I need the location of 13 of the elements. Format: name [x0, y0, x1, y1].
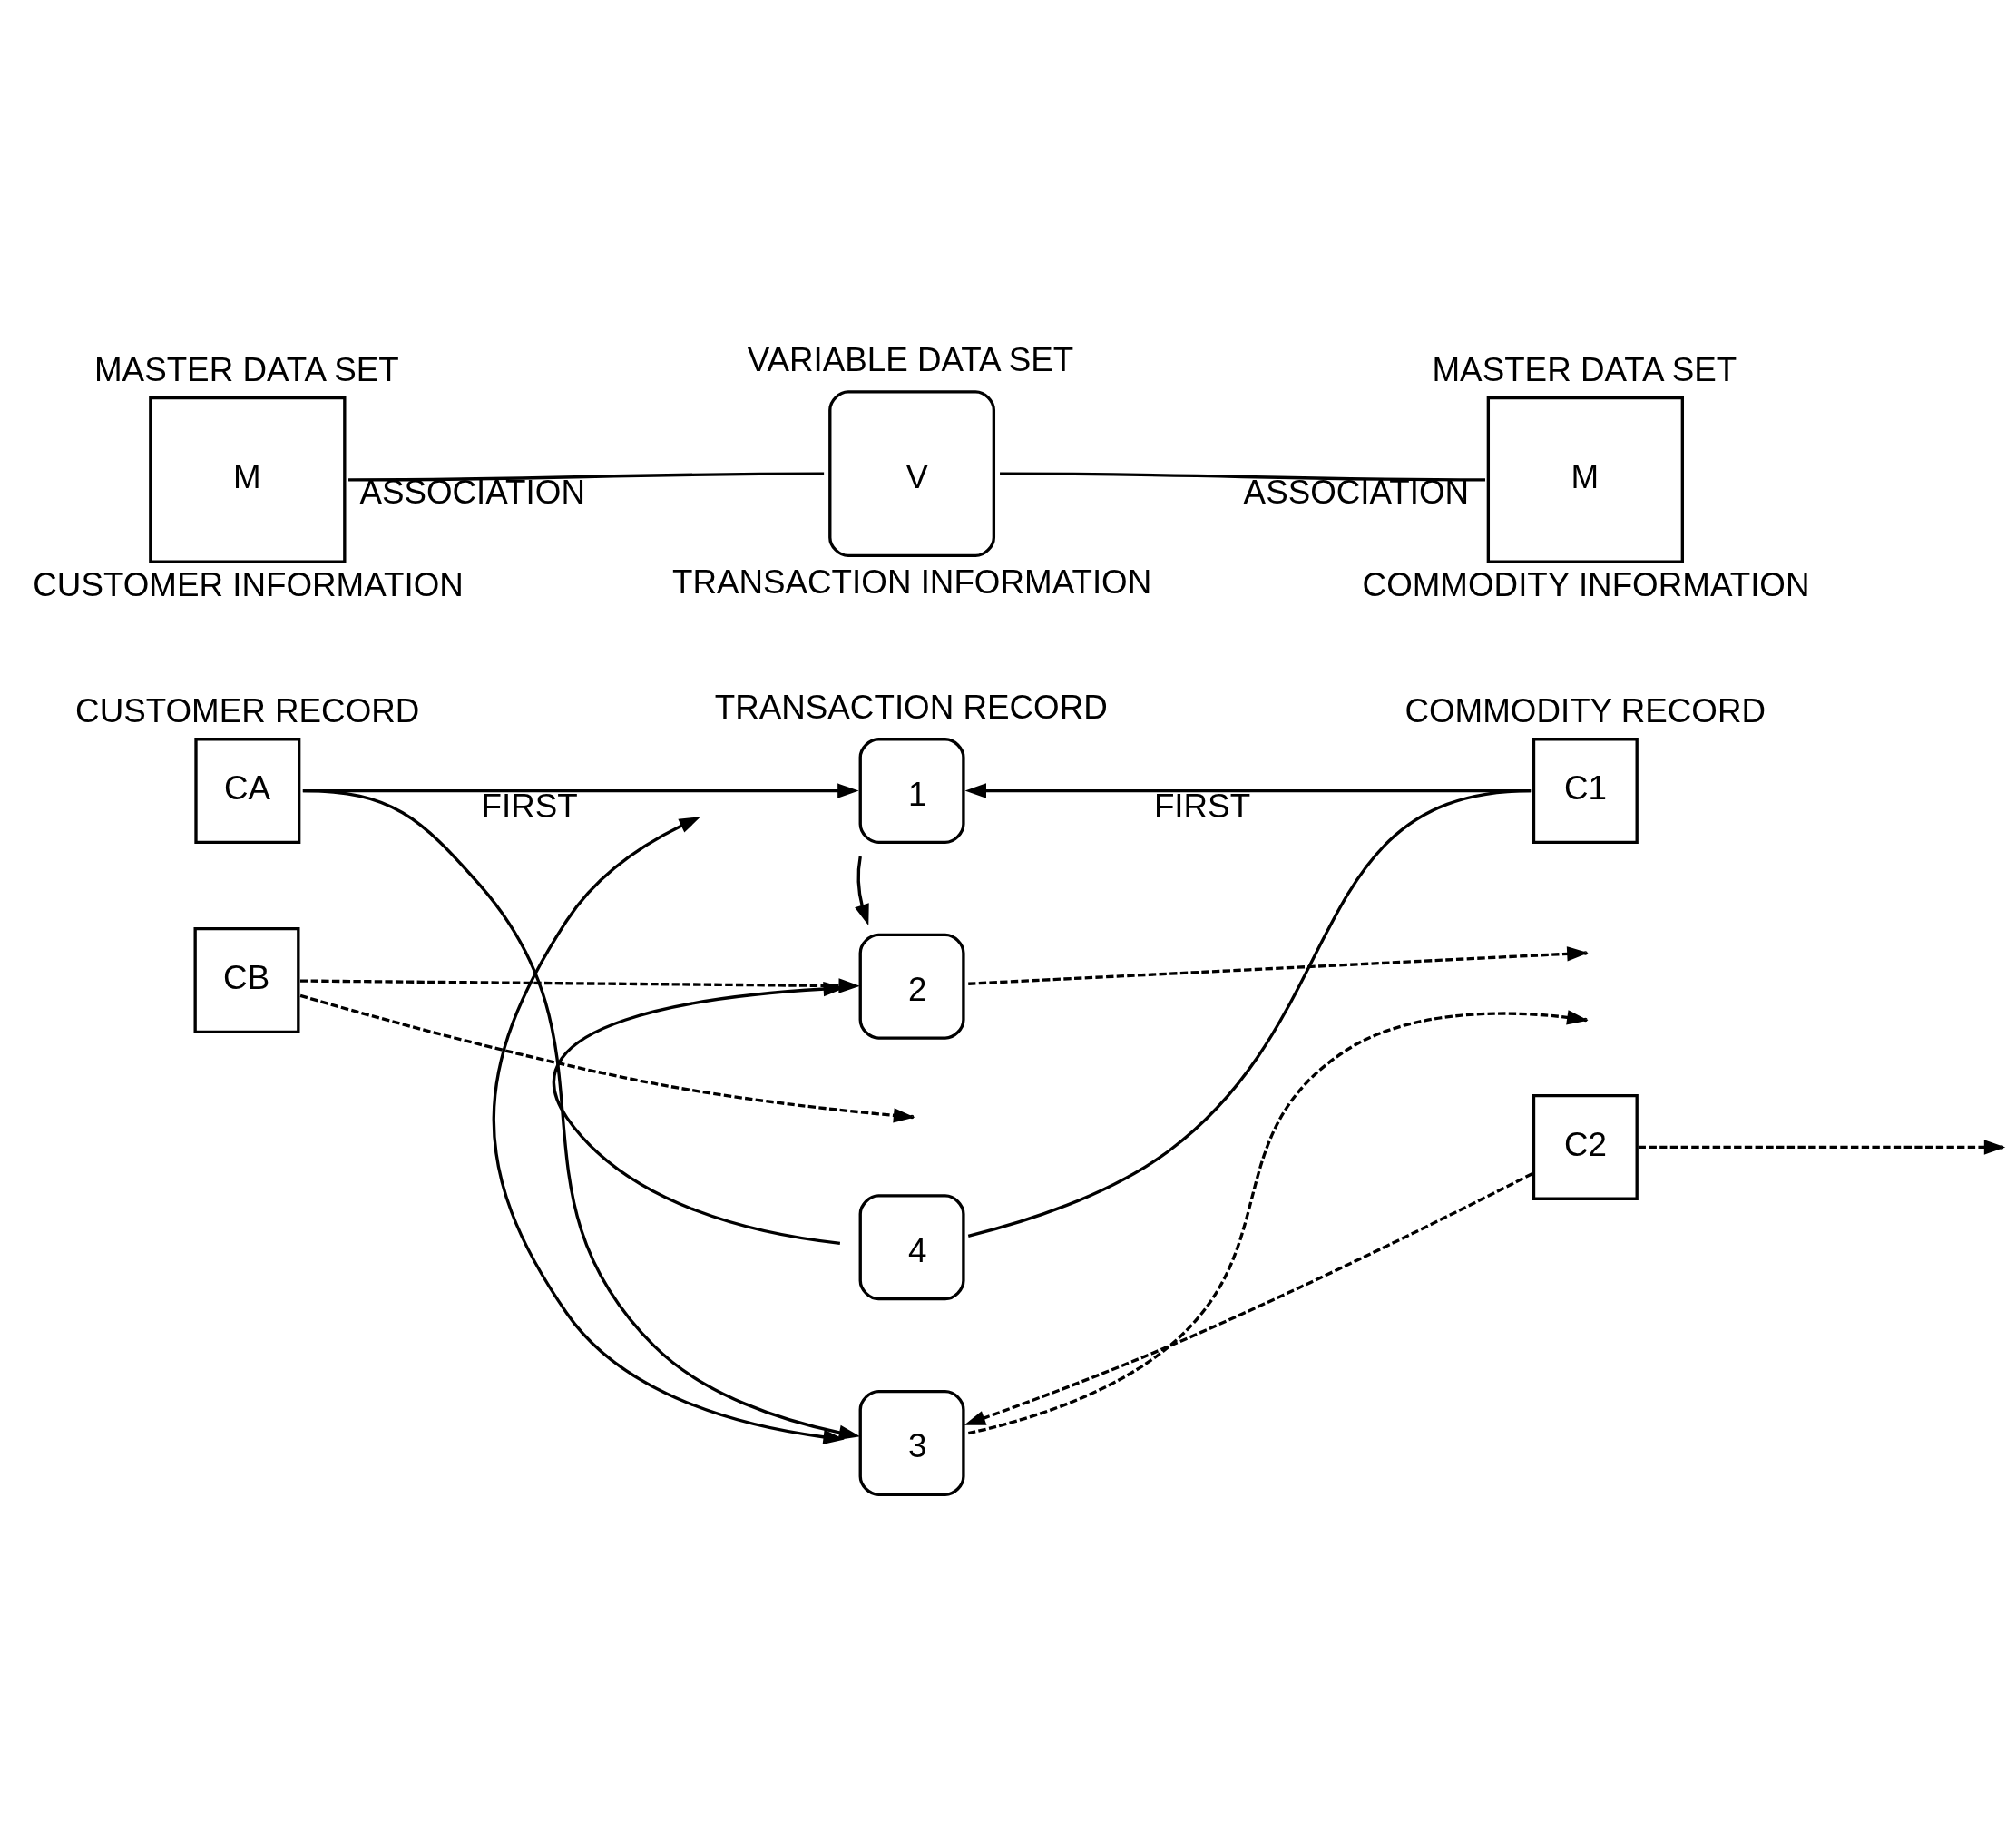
edge-label: ASSOCIATION — [359, 473, 585, 511]
edge-label: ASSOCIATION — [1243, 473, 1470, 511]
node-label: CUSTOMER RECORD — [75, 691, 420, 729]
edge-label: FIRST — [1153, 787, 1251, 825]
node-label: TRANSACTION INFORMATION — [671, 563, 1152, 601]
edge-label: FIRST — [481, 787, 578, 825]
node-label: MASTER DATA SET — [1432, 350, 1737, 388]
node-label: COMMODITY RECORD — [1404, 691, 1766, 729]
node-label: TRANSACTION RECORD — [714, 688, 1108, 726]
node-label: COMMODITY INFORMATION — [1362, 565, 1810, 603]
node-label: VARIABLE DATA SET — [747, 340, 1074, 378]
node-label: CUSTOMER INFORMATION — [33, 565, 464, 603]
node-label: MASTER DATA SET — [93, 350, 399, 388]
